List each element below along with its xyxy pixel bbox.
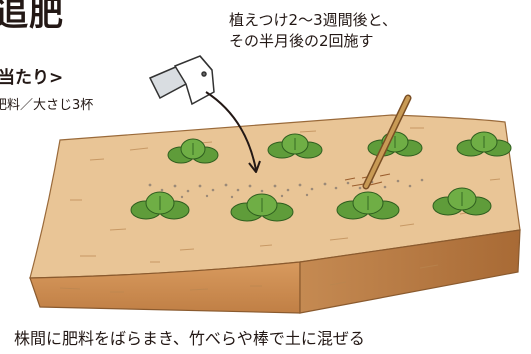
- fertilizer-scoop: [148, 55, 215, 106]
- timing-note: 植えつけ2～3週間後と、 その半月後の2回施す: [229, 10, 397, 52]
- bamboo-stick: [362, 94, 412, 190]
- arrow: [205, 91, 261, 173]
- timing-note-line-1: 植えつけ2～3週間後と、: [229, 11, 398, 29]
- fertilizer-amount: 肥料／大さじ3杯: [0, 98, 94, 113]
- quantity-heading: 当たり>: [0, 68, 64, 88]
- lettuce-plants: [130, 131, 512, 222]
- page-title: 追肥: [0, 0, 64, 34]
- soil-bed-right: [299, 229, 521, 314]
- timing-note-line-2: その半月後の2回施す: [229, 32, 374, 50]
- illustration-caption: 株間に肥料をばらまき、竹べらや棒で土に混ぜる: [14, 329, 365, 348]
